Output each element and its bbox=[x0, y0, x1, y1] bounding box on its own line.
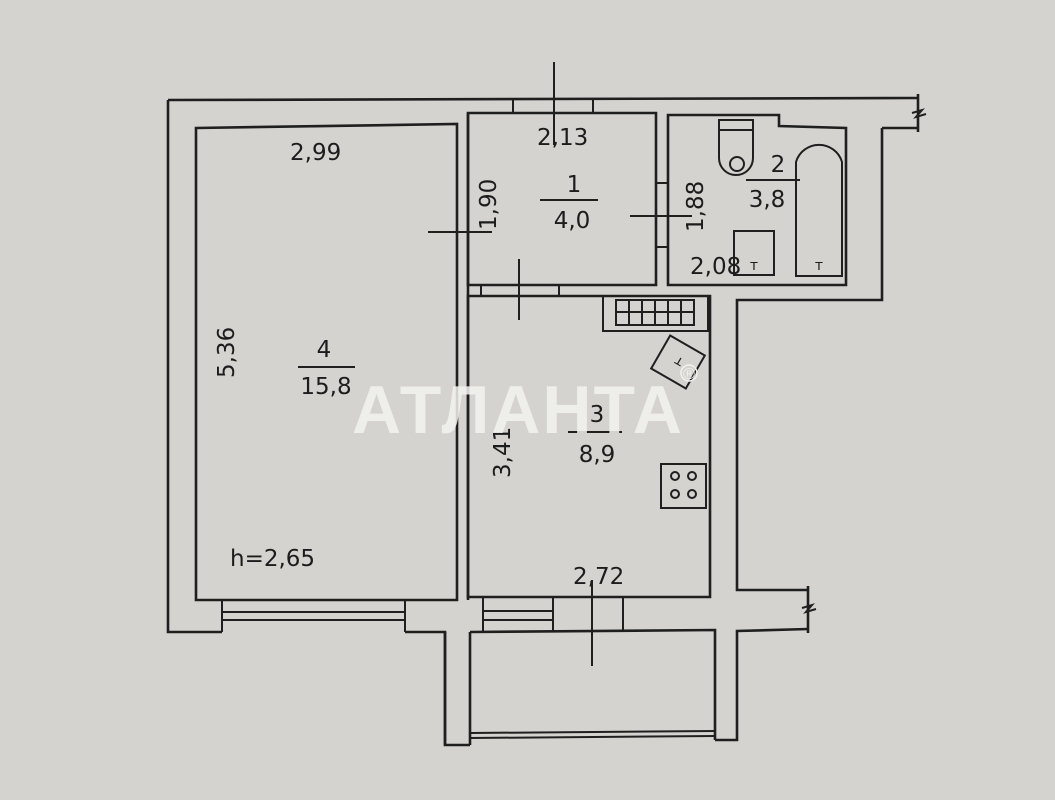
room-1-number: 1 bbox=[567, 172, 582, 198]
room-4 bbox=[194, 122, 459, 632]
washbasin-label: т bbox=[750, 258, 758, 274]
balcony bbox=[469, 628, 717, 740]
toilet-tank-icon bbox=[718, 119, 754, 131]
bathtub-label: т bbox=[815, 258, 823, 274]
room-3-number: 3 bbox=[590, 402, 605, 428]
watermark-registered-mark: ® bbox=[683, 366, 695, 383]
room-3-width: 2,72 bbox=[573, 564, 624, 590]
bathtub-icon bbox=[795, 143, 843, 277]
boiler-icon bbox=[649, 334, 707, 390]
watermark-logo: АТЛАНТА bbox=[352, 372, 684, 448]
outer-walls bbox=[166, 94, 920, 747]
room-2 bbox=[666, 113, 848, 287]
room-3-area: 8,9 bbox=[579, 442, 616, 468]
room-2-width: 2,08 bbox=[690, 254, 741, 280]
room-4-height: 5,36 bbox=[214, 327, 240, 378]
washbasin-icon bbox=[733, 230, 775, 276]
break-marks bbox=[801, 108, 927, 614]
toilet-bowl-icon bbox=[718, 130, 754, 176]
sink-grid-icon bbox=[615, 299, 695, 326]
room-4-number: 4 bbox=[317, 337, 332, 363]
room-3 bbox=[466, 294, 712, 666]
room-1-width: 2,13 bbox=[537, 125, 588, 151]
room-1 bbox=[428, 62, 692, 320]
ceiling-height: h=2,65 bbox=[230, 546, 315, 572]
room-2-number: 2 bbox=[771, 152, 786, 178]
stove-icon bbox=[660, 463, 707, 509]
room-1-height: 1,90 bbox=[476, 179, 502, 230]
room-4-width: 2,99 bbox=[290, 140, 341, 166]
room-2-area: 3,8 bbox=[749, 187, 786, 213]
room-1-area: 4,0 bbox=[554, 208, 591, 234]
room-3-height: 3,41 bbox=[490, 427, 516, 478]
room-4-area: 15,8 bbox=[300, 374, 351, 400]
room-2-height: 1,88 bbox=[683, 181, 709, 232]
